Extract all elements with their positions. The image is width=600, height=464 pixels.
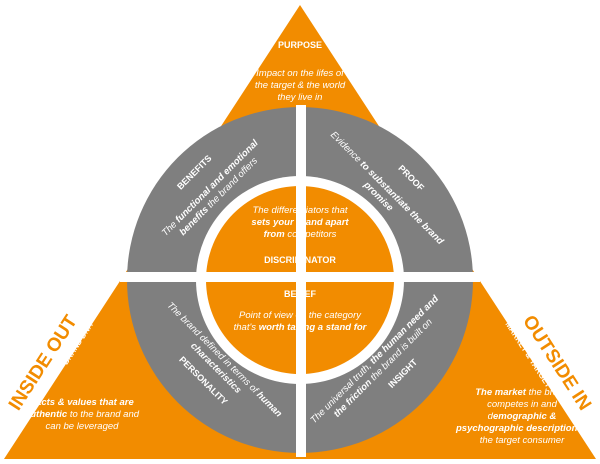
belief-line2-bold: worth taking a stand for [259, 322, 368, 333]
brand-dna-line2-bold: authentic [25, 409, 68, 420]
market-target-desc-line2: competes in and [487, 399, 557, 410]
market-target-desc-line5: the target consumer [480, 435, 565, 446]
belief-desc-line1: Point of view on the category [239, 310, 362, 321]
market-target-desc-line3: demographic & [488, 411, 557, 422]
brand-dna-line2-rest: to the brand and [67, 409, 140, 420]
brand-dna-desc-line3: can be leveraged [46, 421, 120, 432]
market-target-line1-rest: the brand [526, 387, 569, 398]
discriminator-desc-line3: from competitors [264, 229, 337, 240]
horizontal-gap [120, 272, 480, 282]
discriminator-title: DISCRIMINATOR [264, 255, 336, 265]
market-target-line4-rest: of [577, 423, 589, 434]
discriminator-desc-line1: The differentiators that [252, 205, 347, 216]
purpose-title: PURPOSE [278, 40, 322, 50]
belief-desc-line2: that's worth taking a stand for [234, 322, 368, 333]
belief-title: BELIEF [284, 289, 317, 299]
brand-dna-desc-line2: authentic to the brand and [25, 409, 140, 420]
market-target-line3-bold: emographic & [493, 411, 556, 422]
purpose-desc-line2: the target & the world [255, 80, 346, 91]
purpose-desc-line1: Impact on the lifes of [256, 68, 345, 79]
purpose-desc-line3: they live in [278, 92, 323, 103]
market-target-line4-bold: psychographic description [455, 423, 578, 434]
belief-line2-pre: that's [234, 322, 259, 333]
discriminator-line3-rest: competitors [285, 229, 337, 240]
discriminator-desc-line2: sets your brand apart [251, 217, 349, 228]
market-target-line1-bold: The market [475, 387, 527, 398]
market-target-desc-line4: psychographic description of [455, 423, 589, 434]
discriminator-line3-bold: from [264, 229, 286, 240]
brand-dna-desc-line1: Facts & values that are [30, 397, 134, 408]
market-target-desc-line1: The market the brand [475, 387, 569, 398]
market-target-line3-pre: d [488, 411, 494, 422]
